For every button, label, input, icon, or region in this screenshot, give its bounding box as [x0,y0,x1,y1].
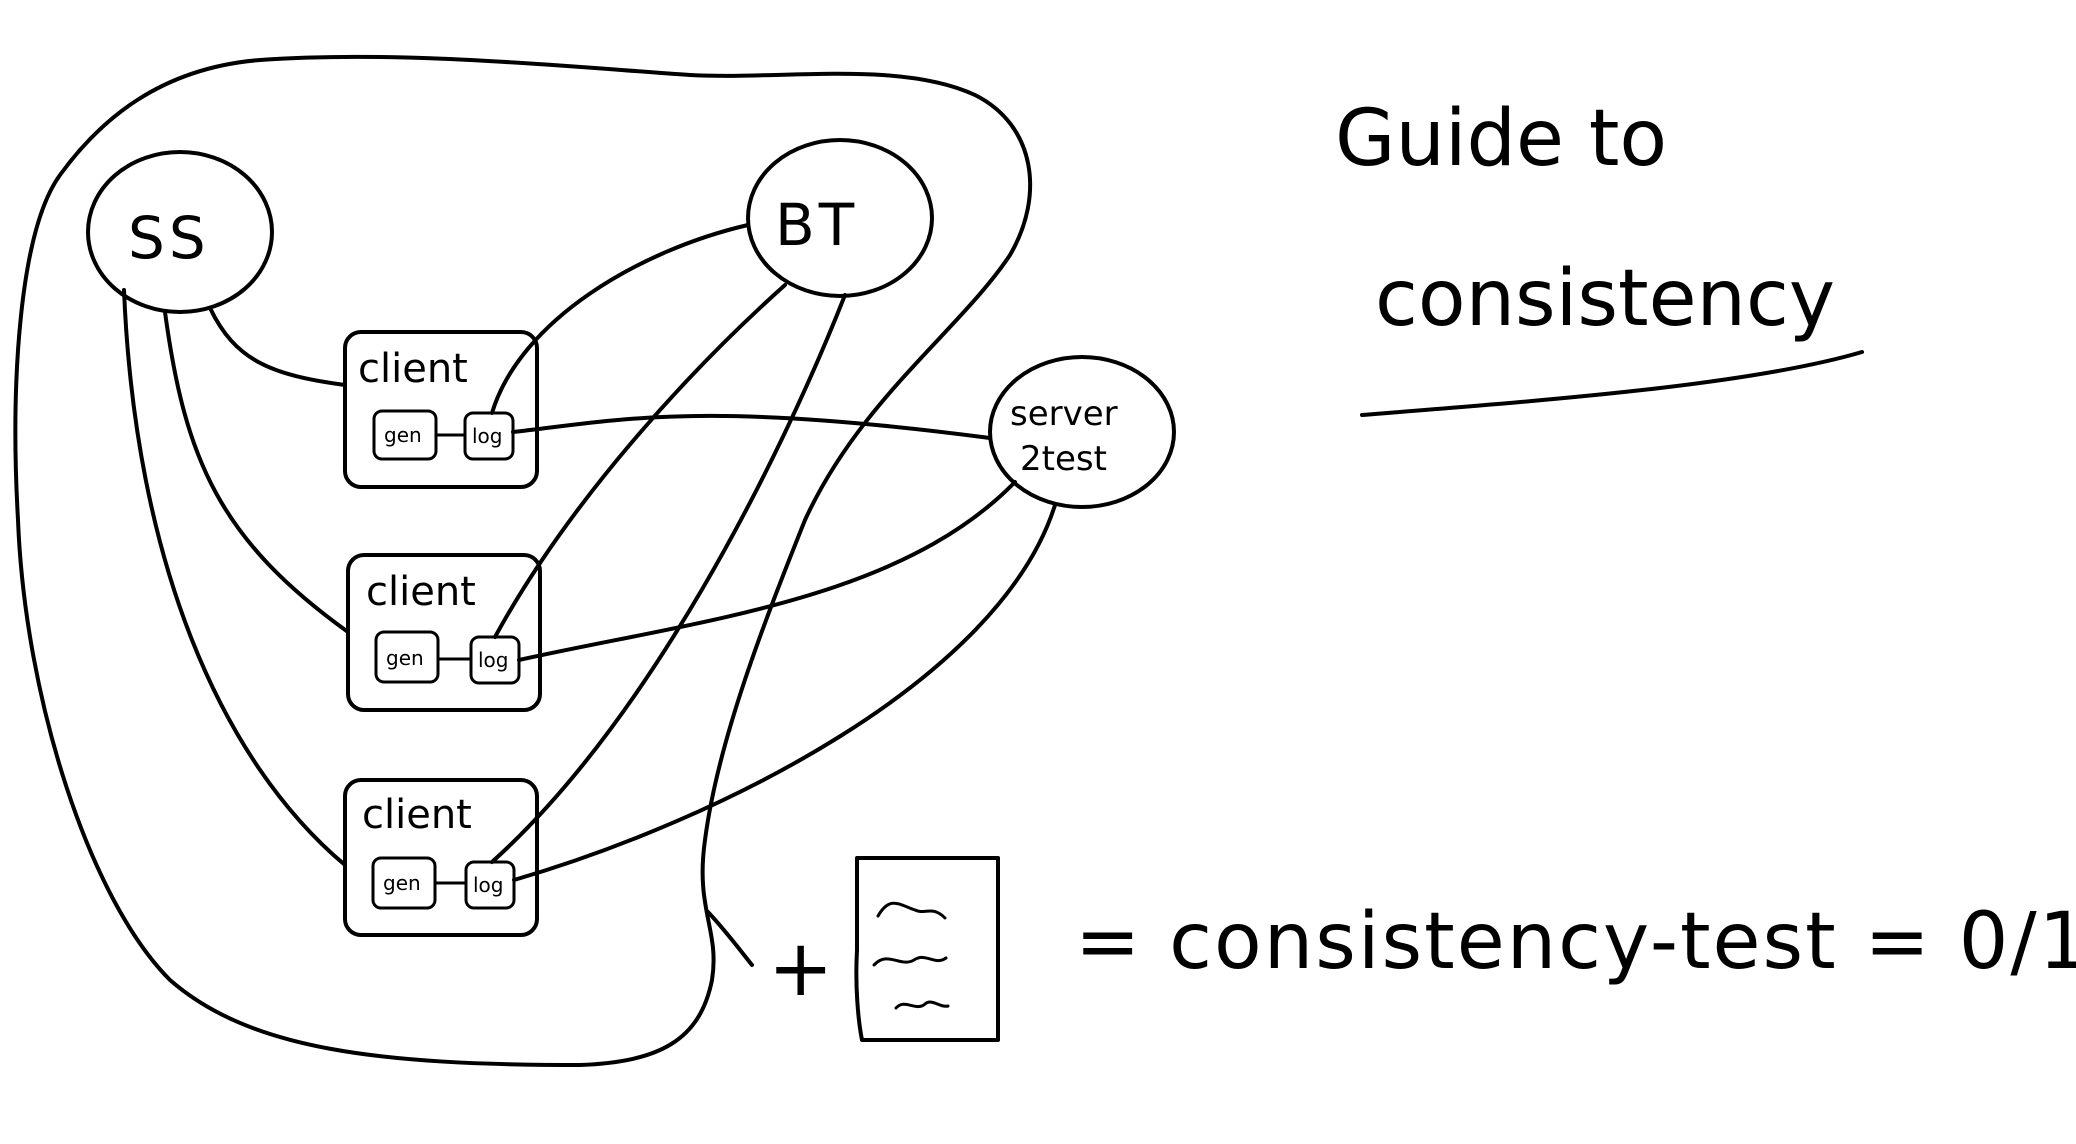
edge-ss-client3 [122,288,347,867]
edge-bt-log3 [490,293,847,864]
client-label-3: client [362,792,472,838]
bt-node [746,138,934,298]
edge-ss-client1 [208,306,347,387]
gen-label-1: gen [384,423,422,447]
plus-sign: + [768,924,835,1014]
edge-log2-server [517,480,1017,662]
ss-node [86,150,274,314]
gen-box-2 [374,630,440,684]
equation-result: = consistency-test = 0/1 [1075,897,2076,987]
gen-label-2: gen [386,646,424,670]
edge-log3-server [512,503,1057,882]
pointer-stroke [706,910,754,967]
title-line-2: consistency [1375,254,1835,344]
client-box-3: client gen log [343,778,539,937]
title-line-1: Guide to [1335,94,1667,184]
client-label-1: client [358,346,468,392]
edge-log1-server [511,413,992,440]
server-label-line2: 2test [1020,439,1107,479]
log-label-3: log [473,873,504,897]
edge-bt-log1 [490,223,750,415]
gen-label-3: gen [383,871,421,895]
log-box-1 [463,411,515,461]
server-label-line1: server [1010,394,1118,434]
bt-label: BT [775,191,858,259]
server-node [988,355,1176,509]
title-underline [1360,350,1864,417]
enclosure-boundary [13,54,1033,1067]
ss-label: SS [128,204,210,272]
client-label-2: client [366,569,476,615]
log-label-1: log [472,424,503,448]
client-box-2: client gen log [346,553,542,712]
log-document-icon [854,856,1000,1042]
client-box-1: client gen log [343,330,539,489]
log-label-2: log [478,648,509,672]
edge-ss-client2 [163,310,350,634]
edge-bt-log2 [493,283,787,639]
